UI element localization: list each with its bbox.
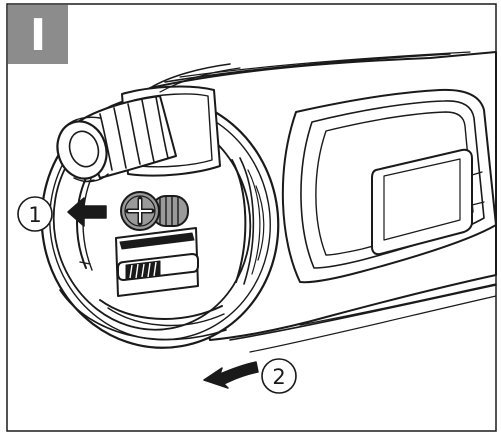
callout-1: 1 xyxy=(17,196,53,232)
tool-grip-panel xyxy=(281,88,497,284)
panel-badge: I xyxy=(8,5,68,64)
slide-plate xyxy=(115,227,199,297)
arrow-left-icon xyxy=(67,197,107,227)
callout-circle xyxy=(17,196,53,232)
callout-circle xyxy=(261,358,297,394)
panel-badge-background xyxy=(8,5,68,64)
panel-letter: I xyxy=(30,10,46,61)
screw xyxy=(120,191,189,231)
callout-number: 1 xyxy=(28,203,41,227)
power-cord-relief xyxy=(56,63,241,183)
callout-number: 2 xyxy=(272,365,285,389)
callout-2: 2 xyxy=(261,358,297,394)
arrow-down-left-icon xyxy=(203,361,259,389)
